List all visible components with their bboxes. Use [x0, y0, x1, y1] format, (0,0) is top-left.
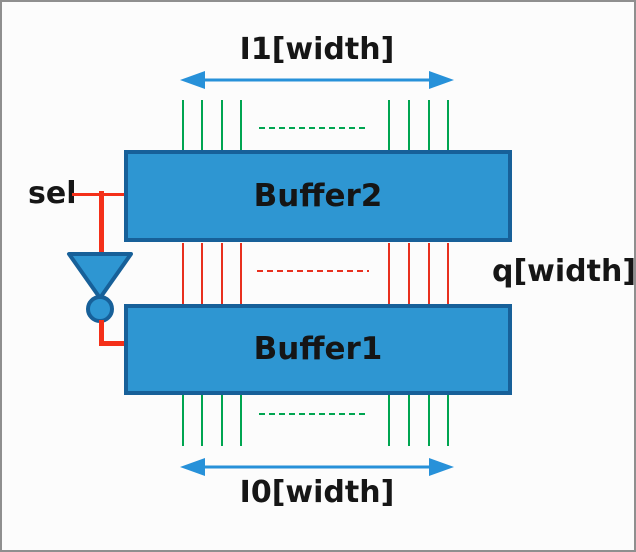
inverter-icon — [67, 252, 133, 323]
bus-line — [182, 243, 184, 304]
i1-bus-label: I1[width] — [239, 32, 395, 67]
bus-line — [182, 394, 184, 446]
bus-line — [201, 100, 203, 154]
bus-line — [240, 243, 242, 304]
bus-line — [408, 394, 410, 446]
bus-line — [388, 394, 390, 446]
bus-line — [428, 243, 430, 304]
buffer2-label: Buffer2 — [253, 177, 383, 214]
bus-line — [408, 100, 410, 154]
q-bus-label: q[width] — [492, 254, 636, 289]
bus-line — [408, 243, 410, 304]
buffer2-block: Buffer2 — [124, 150, 512, 242]
bus-line — [388, 100, 390, 154]
i1-bus-ellipsis — [259, 127, 369, 129]
bus-line — [221, 243, 223, 304]
i0-bus-label: I0[width] — [239, 475, 395, 510]
sel-wire-vertical — [99, 191, 104, 254]
bus-line — [428, 100, 430, 154]
i0-bus-ellipsis — [259, 413, 369, 415]
bus-line — [447, 394, 449, 446]
bus-line — [201, 243, 203, 304]
bus-line — [240, 100, 242, 154]
bus-line — [447, 100, 449, 154]
inverter-output-wire-horizontal — [99, 341, 126, 346]
buffer1-label: Buffer1 — [253, 331, 383, 367]
bus-line — [182, 100, 184, 154]
buffer1-block: Buffer1 — [124, 304, 512, 395]
bus-line — [447, 243, 449, 304]
bus-line — [201, 394, 203, 446]
bus-line — [388, 243, 390, 304]
bus-line — [240, 394, 242, 446]
bus-line — [221, 394, 223, 446]
i0-width-arrow-icon — [180, 458, 454, 476]
bus-line — [428, 394, 430, 446]
i1-width-arrow-icon — [180, 71, 454, 89]
sel-label: sel — [28, 176, 77, 211]
inverter-output-wire-vertical — [99, 320, 104, 344]
bus-line — [221, 100, 223, 154]
q-bus-ellipsis — [257, 270, 369, 272]
